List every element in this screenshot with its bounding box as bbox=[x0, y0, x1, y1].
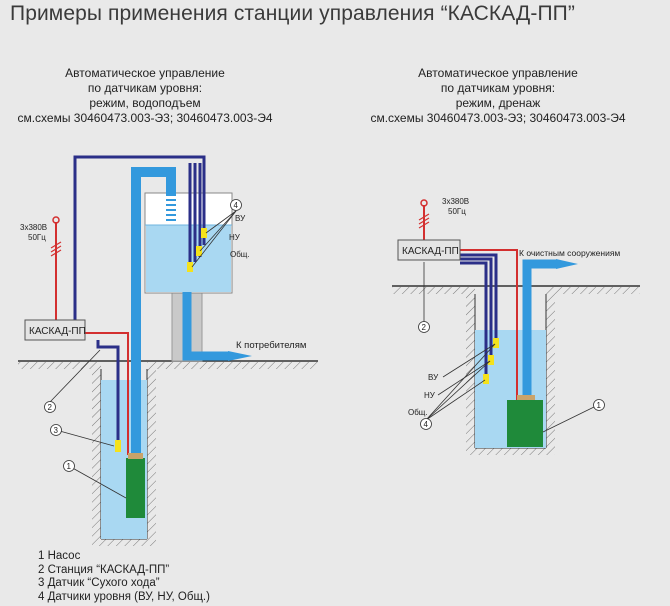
left-pump bbox=[126, 458, 145, 518]
legend-item: 2 Станция “КАСКАД-ПП” bbox=[38, 563, 170, 576]
left-pump-head bbox=[128, 453, 143, 459]
legend-item: 1 Насос bbox=[38, 550, 81, 562]
right-power-line bbox=[418, 199, 430, 240]
left-marker-3 bbox=[50, 424, 62, 436]
left-ground bbox=[18, 360, 318, 369]
destination-label: К очистным сооружениям bbox=[519, 248, 620, 258]
legend-item: 3 Датчик “Сухого хода” bbox=[38, 577, 160, 589]
water-outflow-drops bbox=[166, 199, 176, 221]
right-power-frequency: 50Гц bbox=[448, 207, 466, 216]
left-station-box[interactable] bbox=[24, 319, 86, 341]
left-power-voltage: 3x380В bbox=[20, 223, 47, 232]
right-leader-lines bbox=[423, 262, 595, 433]
left-leader-lines bbox=[49, 210, 237, 499]
consumer-arrow bbox=[228, 351, 252, 361]
left-diagram: 3x380В 50Гц КАСКАД-ПП ВУ НУ Общ. К потре… bbox=[18, 155, 318, 546]
right-label-common: Общ. bbox=[408, 408, 428, 417]
right-pump bbox=[507, 400, 543, 447]
right-level-cable-1 bbox=[460, 253, 498, 338]
left-label-nu: НУ bbox=[229, 233, 241, 242]
left-riser-pipe bbox=[131, 167, 176, 455]
svg-text:3: 3 bbox=[54, 426, 59, 435]
right-marker-2 bbox=[418, 321, 430, 333]
left-sensor-vu bbox=[201, 228, 207, 238]
left-power-frequency: 50Гц bbox=[28, 233, 46, 242]
left-marker-4 bbox=[230, 199, 242, 211]
right-marker-4 bbox=[420, 418, 432, 430]
legend-item: 4 Датчики уровня (ВУ, НУ, Общ.) bbox=[38, 590, 210, 603]
right-label-nu: НУ bbox=[424, 391, 436, 400]
right-station-label: КАСКАД-ПП bbox=[402, 246, 459, 257]
svg-text:1: 1 bbox=[597, 401, 602, 410]
right-pump-head bbox=[517, 395, 535, 401]
right-power-voltage: 3x380В bbox=[442, 197, 469, 206]
right-pump-power-cable bbox=[460, 249, 518, 400]
left-label-vu: ВУ bbox=[235, 214, 246, 223]
right-sensor-common bbox=[483, 374, 489, 384]
left-marker-2 bbox=[44, 401, 56, 413]
left-sensor-common bbox=[187, 262, 193, 272]
left-marker-1 bbox=[63, 460, 75, 472]
left-sensor-nu bbox=[196, 246, 202, 256]
right-label-vu: ВУ bbox=[428, 373, 439, 382]
right-sensor-nu bbox=[488, 355, 494, 365]
svg-text:2: 2 bbox=[48, 403, 53, 412]
right-level-cable-2 bbox=[460, 257, 493, 355]
left-pump-power-cable bbox=[85, 332, 129, 455]
right-marker-1 bbox=[593, 399, 605, 411]
left-well bbox=[92, 362, 156, 546]
svg-text:1: 1 bbox=[67, 462, 72, 471]
left-label-common: Общ. bbox=[230, 250, 250, 259]
left-level-cables bbox=[73, 155, 206, 320]
consumer-outlet-pipe bbox=[182, 292, 228, 361]
drainage-arrow bbox=[556, 259, 578, 269]
dry-run-sensor bbox=[115, 440, 121, 452]
right-station-box[interactable] bbox=[397, 239, 461, 261]
svg-text:4: 4 bbox=[234, 201, 239, 210]
svg-text:4: 4 bbox=[424, 420, 429, 429]
right-level-cable-3 bbox=[460, 261, 488, 374]
right-diagram: 3x380В 50Гц КАСКАД-ПП К очистным сооруже… bbox=[392, 197, 640, 455]
drainage-discharge-pipe bbox=[522, 259, 556, 402]
page-title: Примеры применения станции управления “К… bbox=[10, 2, 575, 25]
left-power-line bbox=[50, 216, 62, 320]
legend: 1 Насос 2 Станция “КАСКАД-ПП” 3 Датчик “… bbox=[38, 550, 210, 604]
left-dry-run-cable bbox=[96, 340, 120, 440]
consumers-label: К потребителям bbox=[236, 340, 306, 351]
svg-text:2: 2 bbox=[422, 323, 427, 332]
right-sensor-vu bbox=[493, 338, 499, 348]
left-station-label: КАСКАД-ПП bbox=[29, 326, 86, 337]
